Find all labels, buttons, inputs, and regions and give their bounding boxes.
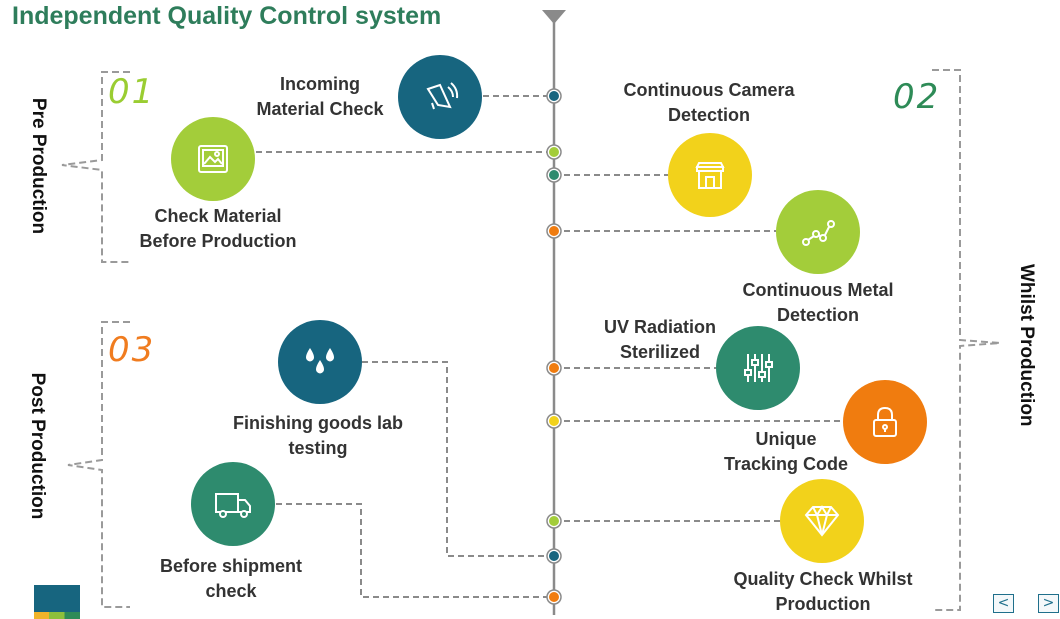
bracket-post <box>67 321 130 608</box>
incoming-material-circle <box>398 55 482 139</box>
speaker-icon <box>426 82 459 110</box>
uv-sterilized-label: UV Radiation Sterilized <box>603 317 716 362</box>
shipment-check-label: Before shipment check <box>159 556 303 601</box>
incoming-material-label: Incoming Material Check <box>256 74 384 119</box>
node-camera <box>547 168 561 182</box>
node-check-material <box>547 145 561 159</box>
diamond-icon <box>804 505 840 537</box>
camera-detection-circle <box>668 133 752 217</box>
lock-icon <box>873 406 897 437</box>
storefront-icon <box>695 162 725 189</box>
lab-testing-label: Finishing goods lab testing <box>233 413 403 458</box>
logo-color-strip <box>34 612 80 619</box>
page-title: Independent Quality Control system <box>12 2 442 30</box>
metal-detection-circle <box>776 190 860 274</box>
section-number-01: 01 <box>108 72 156 112</box>
connector-lab <box>362 361 554 557</box>
water-drops-icon <box>306 348 334 374</box>
lab-testing-circle <box>278 320 362 404</box>
shipment-check-circle <box>191 462 275 546</box>
connector-shipment <box>276 503 554 598</box>
uv-sterilized-circle <box>716 326 800 410</box>
image-icon <box>198 145 228 173</box>
tracking-code-label: Unique Tracking Code <box>723 429 849 474</box>
check-material-label: Check Material Before Production <box>139 206 297 251</box>
line-chart-icon <box>802 220 835 246</box>
bracket-pre <box>61 71 130 263</box>
truck-icon <box>215 493 251 518</box>
label-whilst-production: Whilst Production <box>1016 264 1037 427</box>
node-lab <box>547 549 561 563</box>
check-material-circle <box>171 117 255 201</box>
sliders-icon <box>744 354 773 382</box>
section-number-02: 02 <box>893 77 941 117</box>
next-slide-button[interactable]: > <box>1038 594 1059 613</box>
quality-whilst-label: Quality Check Whilst Production <box>733 569 913 614</box>
node-uv <box>547 361 561 375</box>
quality-whilst-circle <box>780 479 864 563</box>
tracking-code-circle <box>843 380 927 464</box>
prev-slide-button[interactable]: < <box>993 594 1014 613</box>
axis-arrow-head <box>542 10 566 24</box>
node-shipment <box>547 590 561 604</box>
camera-detection-label: Continuous Camera Detection <box>623 80 795 125</box>
node-incoming <box>547 89 561 103</box>
metal-detection-label: Continuous Metal Detection <box>742 280 894 325</box>
section-number-03: 03 <box>108 330 156 370</box>
node-quality <box>547 514 561 528</box>
label-post-production: Post Production <box>27 372 48 520</box>
node-tracking <box>547 414 561 428</box>
bracket-whilst <box>932 69 1001 611</box>
node-metal <box>547 224 561 238</box>
label-pre-production: Pre Production <box>28 97 49 235</box>
